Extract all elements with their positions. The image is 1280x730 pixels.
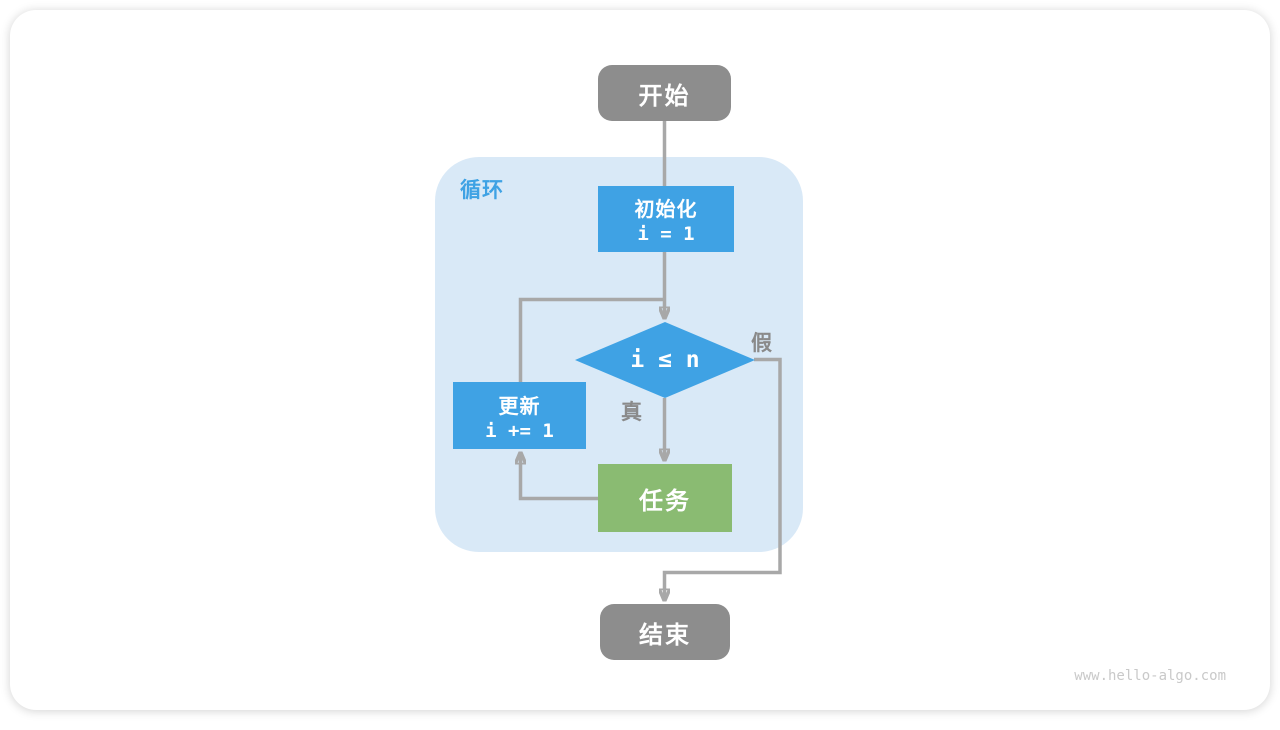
node-init-label: 初始化	[634, 199, 698, 221]
edge-label-true: 真	[621, 401, 642, 424]
node-end-label: 结束	[639, 621, 691, 649]
figure-card: 循环 开始 初始化 i = 1 i ≤ n 更新	[10, 10, 1270, 710]
node-update: 更新 i += 1	[453, 382, 586, 449]
node-update-label: 更新	[498, 395, 541, 418]
node-condition-label: i ≤ n	[630, 347, 700, 373]
watermark-text: www.hello-algo.com	[1074, 668, 1226, 684]
node-init-code: i = 1	[637, 223, 695, 245]
loop-region-label: 循环	[460, 179, 504, 202]
node-end: 结束	[600, 604, 730, 660]
node-task: 任务	[598, 464, 732, 532]
node-init: 初始化 i = 1	[598, 186, 734, 252]
edge-label-false: 假	[751, 332, 772, 355]
node-start-label: 开始	[638, 82, 691, 110]
node-start: 开始	[598, 65, 731, 121]
node-task-label: 任务	[639, 487, 691, 515]
node-update-code: i += 1	[485, 419, 554, 442]
